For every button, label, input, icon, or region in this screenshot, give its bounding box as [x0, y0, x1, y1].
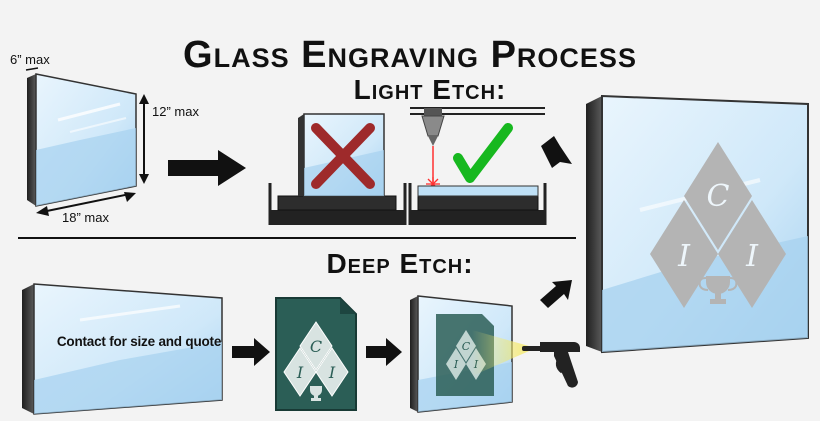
- arrow-right-icon: [366, 338, 402, 366]
- deep-etch-glass-panel: [22, 283, 223, 415]
- glass-block-dimensions: [25, 67, 149, 216]
- cross-icon: [311, 123, 375, 189]
- trophy-icon: [698, 276, 738, 304]
- deep-etch-title: Deep Etch:: [326, 248, 474, 279]
- laser-head-icon: [421, 108, 445, 191]
- width-dimension-line: [41, 193, 131, 213]
- page-title: Glass Engraving Process: [183, 34, 637, 76]
- light-etch-wrong-setup: [268, 113, 407, 225]
- sandblast-step: C I I: [410, 295, 580, 413]
- depth-dimension-label: 6” max: [10, 52, 50, 67]
- arrow-right-icon: [232, 338, 270, 366]
- height-dimension-label: 12” max: [152, 104, 199, 119]
- trophy-icon: [310, 386, 322, 401]
- light-etch-title: Light Etch:: [353, 74, 507, 105]
- stencil-logo-letter-i-right: I: [328, 363, 336, 382]
- final-etched-glass: C I I: [586, 94, 809, 354]
- stencil-document: C I I: [275, 297, 357, 411]
- arrow-to-final-bottom-icon: [540, 280, 572, 308]
- width-dimension-label: 18” max: [62, 210, 109, 225]
- final-logo-letter-c: C: [707, 179, 730, 214]
- sandblast-logo-letter-i-left: I: [453, 358, 459, 371]
- depth-dimension-line: [25, 67, 39, 71]
- checkmark-icon: [453, 123, 513, 183]
- arrow-right-icon: [168, 150, 246, 186]
- final-logo-letter-i-left: I: [677, 239, 691, 274]
- stencil-logo-letter-c: C: [310, 337, 322, 356]
- final-logo-letter-i-right: I: [745, 239, 759, 274]
- spray-cone: [472, 330, 536, 376]
- sandblast-gun-icon: [522, 342, 580, 388]
- stencil-logo-letter-i-left: I: [296, 363, 304, 382]
- sandblast-logo-letter-c: C: [462, 340, 471, 353]
- contact-text: Contact for size and quote: [56, 334, 222, 349]
- light-etch-correct-setup: [408, 107, 547, 225]
- arrow-to-final-top-icon: [541, 136, 572, 168]
